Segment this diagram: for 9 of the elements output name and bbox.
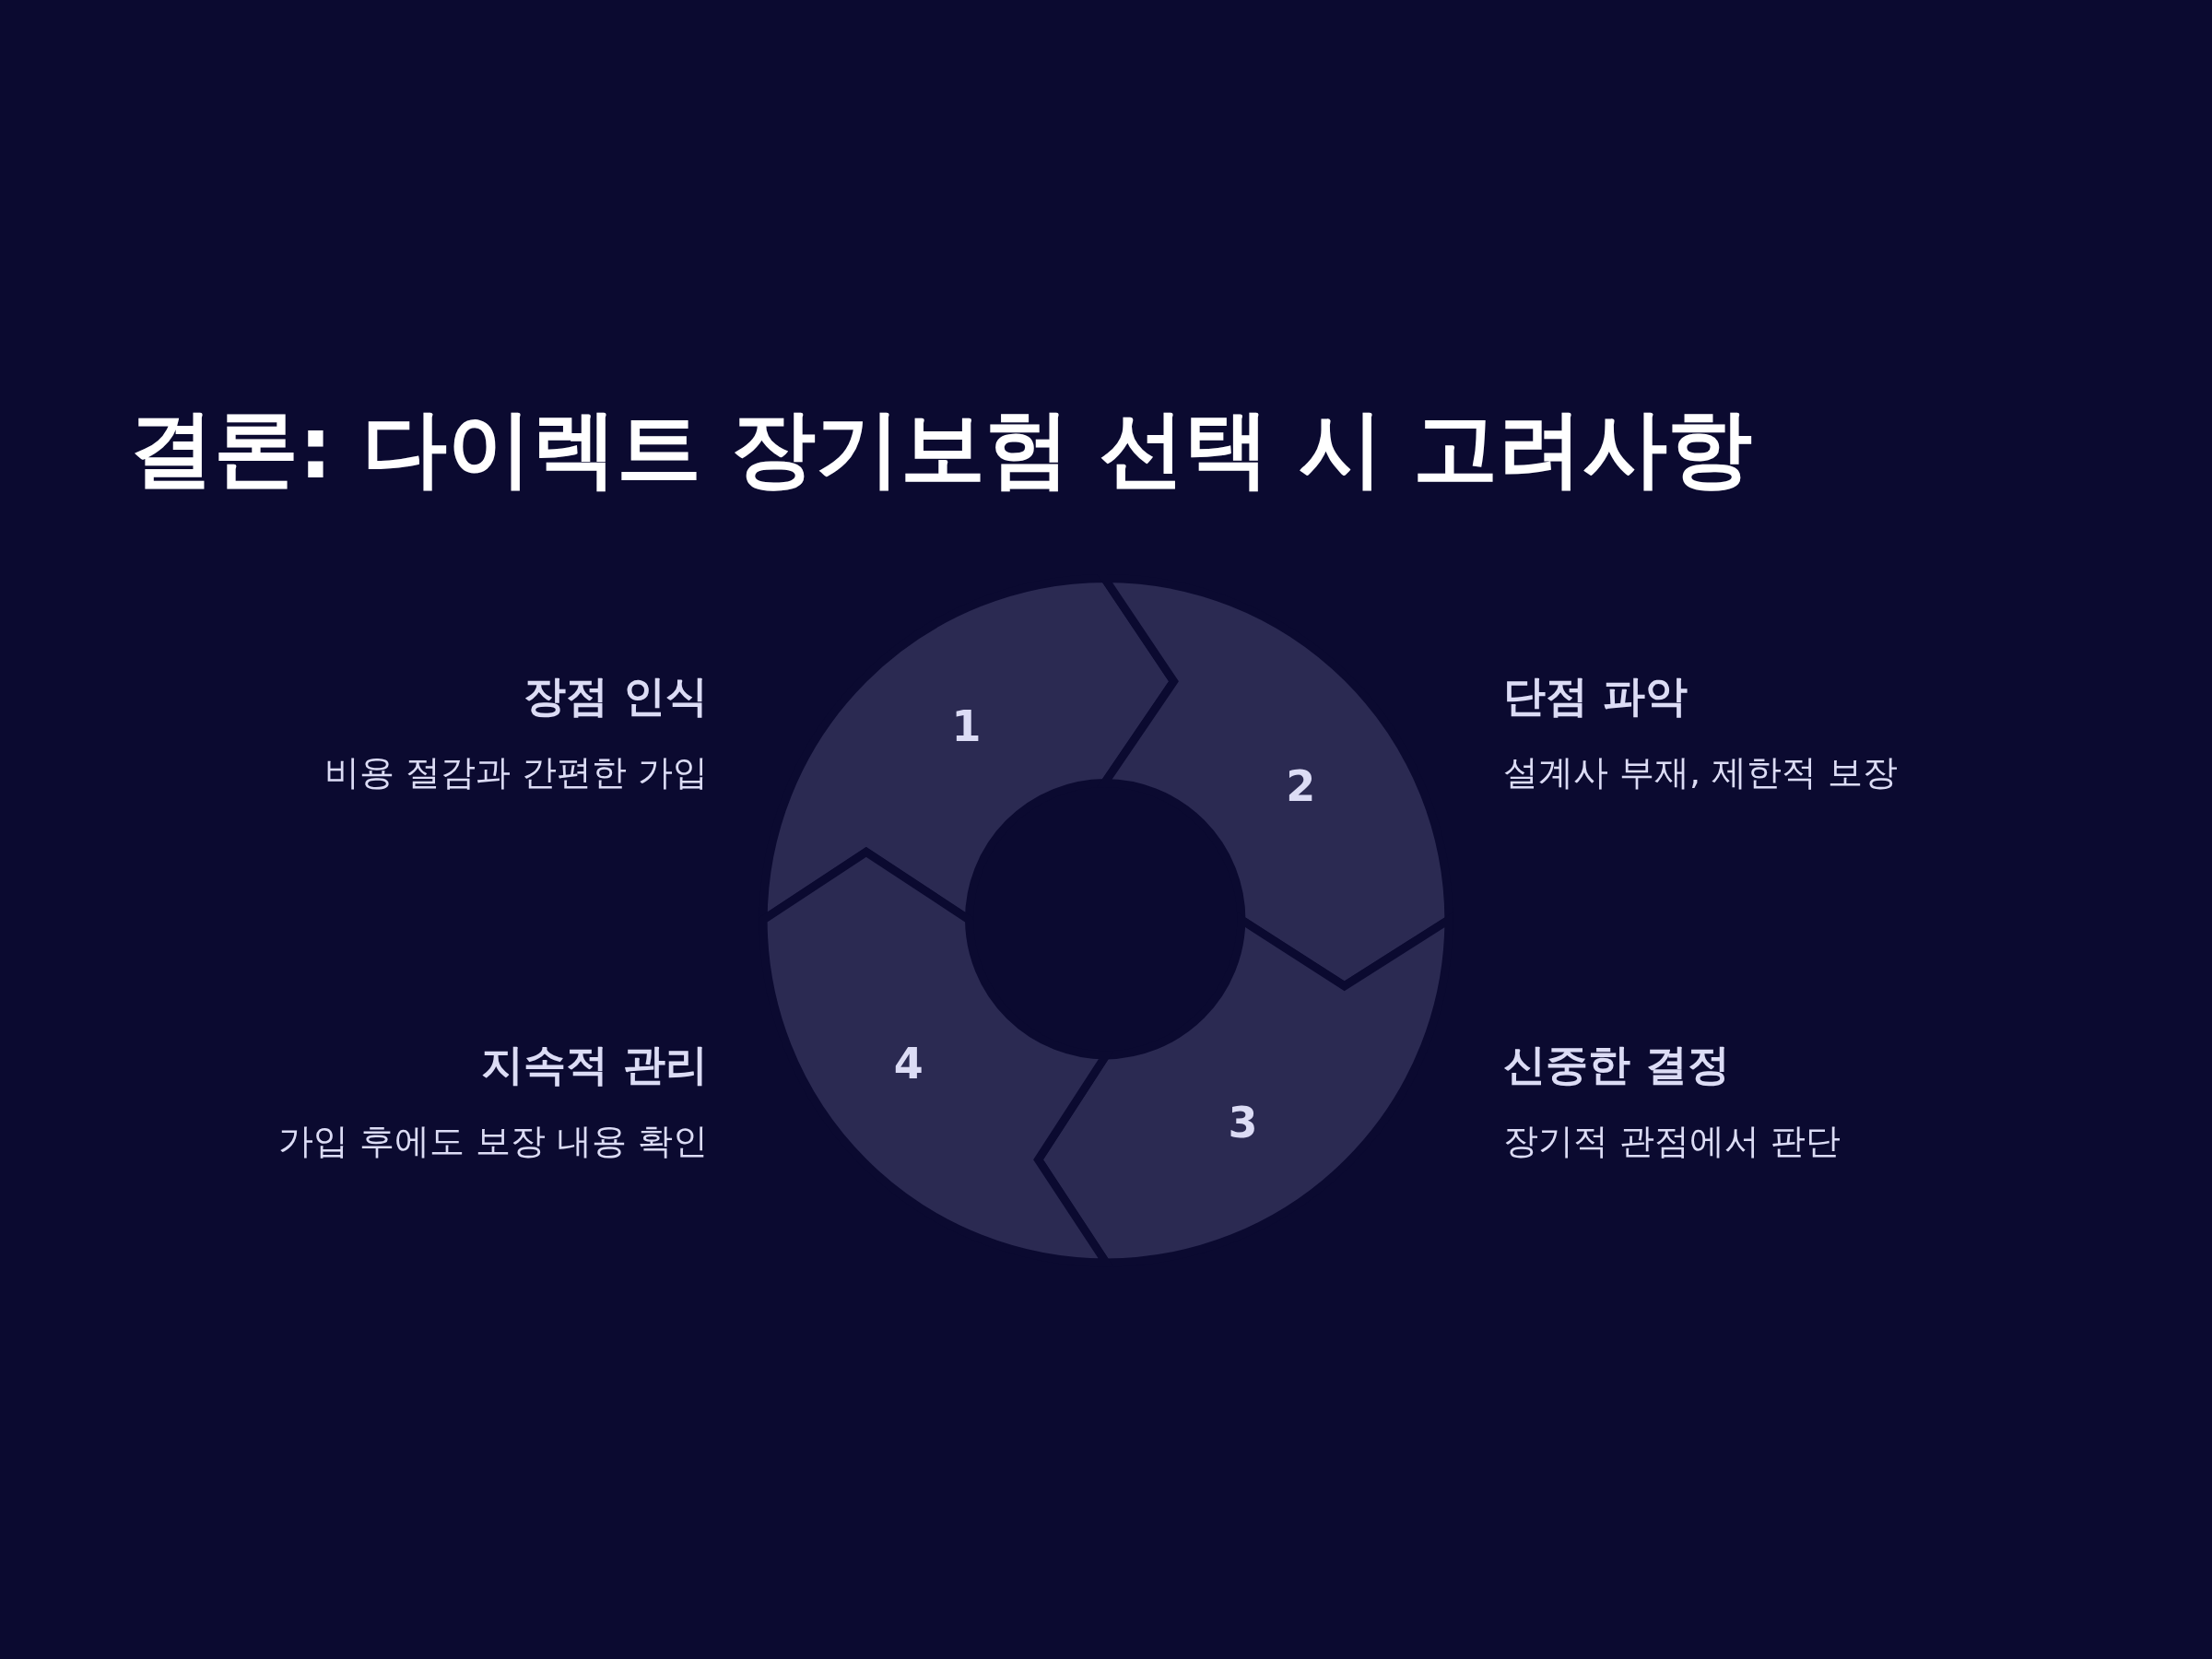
step-heading: 단점 파악 [1503, 670, 1688, 723]
step-heading: 장점 인식 [524, 670, 708, 723]
step-description: 설계사 부재, 제한적 보장 [1503, 751, 1899, 794]
step-description: 비용 절감과 간편한 가입 [324, 751, 708, 794]
step-description: 가입 후에도 보장 내용 확인 [277, 1120, 708, 1163]
slide-title: 결론: 다이렉트 장기보험 선택 시 고려사항 [129, 398, 1752, 500]
step-heading: 신중한 결정 [1503, 1039, 1730, 1091]
step-heading: 지속적 관리 [481, 1039, 708, 1091]
step-description: 장기적 관점에서 판단 [1503, 1120, 1841, 1163]
